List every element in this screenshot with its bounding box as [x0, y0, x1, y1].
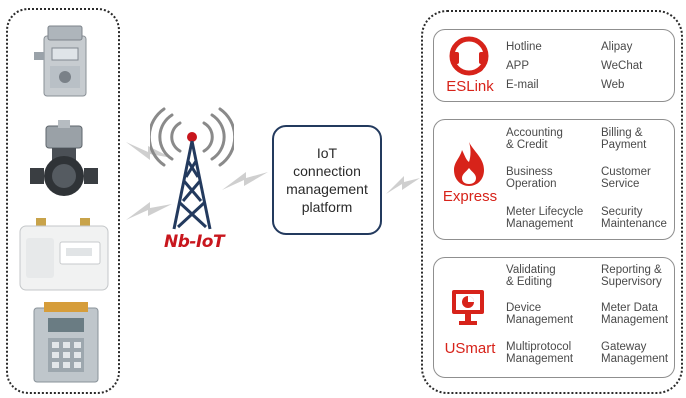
express-item: Accounting & Credit [506, 127, 563, 151]
smart-gas-meter-image [19, 218, 109, 291]
iot-platform-box: IoT connection management platform [272, 125, 382, 235]
headset-icon [449, 36, 489, 76]
usmart-item: Multiprotocol Management [506, 341, 574, 365]
eslink-item: E-mail [506, 79, 539, 91]
eslink-panel: ESLink Hotline Alipay APP WeChat E-mail … [433, 29, 675, 102]
eslink-brand: ESLink [446, 78, 494, 95]
eslink-item: Web [601, 79, 625, 91]
signal-bolt-to-services-icon [386, 176, 420, 194]
monitor-chart-icon [452, 290, 484, 325]
eslink-item: Hotline [506, 41, 542, 53]
diaphragm-gas-meter-image [34, 25, 87, 97]
prepaid-meter-image [33, 302, 99, 383]
express-item: Business Operation [506, 166, 557, 190]
nb-iot-label: Nb-IoT [164, 232, 225, 252]
express-panel: Express Accounting & Credit Billing & Pa… [433, 119, 675, 240]
usmart-item: Reporting & Supervisory [601, 264, 662, 288]
usmart-item: Validating & Editing [506, 264, 556, 288]
flame-icon [454, 142, 484, 186]
eslink-item: WeChat [601, 60, 643, 72]
meter-group [6, 8, 120, 394]
express-brand: Express [442, 188, 498, 205]
usmart-item: Meter Data Management [601, 302, 669, 326]
usmart-item: Gateway Management [601, 341, 669, 365]
valve-meter-image [30, 120, 98, 196]
express-item: Customer Service [601, 166, 651, 190]
eslink-item: Alipay [601, 41, 633, 53]
iot-platform-label: IoT connection management platform [286, 145, 368, 215]
express-item: Billing & Payment [601, 127, 647, 151]
usmart-item: Device Management [506, 302, 574, 326]
express-item: Security Maintenance [601, 206, 667, 230]
eslink-item: APP [506, 60, 530, 72]
service-group [421, 10, 683, 394]
nb-iot-tower-icon [150, 107, 234, 230]
usmart-panel: USmart Validating & Editing Reporting & … [433, 257, 675, 378]
usmart-brand: USmart [444, 340, 496, 357]
express-item: Meter Lifecycle Management [506, 206, 584, 230]
